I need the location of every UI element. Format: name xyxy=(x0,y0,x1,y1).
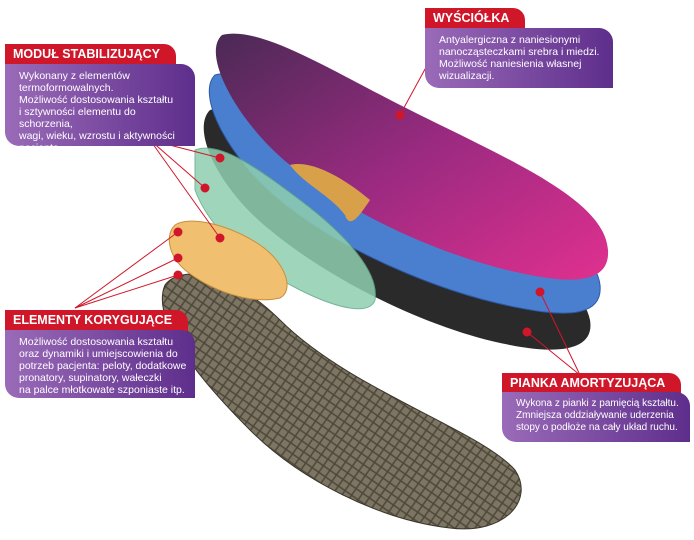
leader-line xyxy=(539,291,581,376)
callout-text: Możliwość dostosowania kształtu oraz dyn… xyxy=(19,336,187,396)
marker-dot xyxy=(173,227,183,237)
callout-text: Wykona z pianki z pamięcią kształtu. Zmn… xyxy=(516,398,679,433)
leader-line xyxy=(74,274,179,309)
callout-text: Antyalergiczna z naniesionymi nanocząste… xyxy=(439,34,600,82)
leader-line xyxy=(149,139,221,239)
marker-dot xyxy=(215,153,225,163)
lining-top-layer xyxy=(215,33,609,280)
leader-line xyxy=(149,139,206,189)
marker-dot xyxy=(173,253,183,263)
callout-title: PIANKA AMORTYZUJĄCA xyxy=(502,373,682,394)
callout-lining: WYŚCIÓŁKA Antyalergiczna z naniesionymi … xyxy=(425,8,615,88)
marker-dot xyxy=(395,110,405,120)
leader-line xyxy=(74,257,179,309)
leader-line xyxy=(526,331,581,376)
callout-title: MODUŁ STABILIZUJĄCY xyxy=(5,44,176,65)
callout-corrective: ELEMENTY KORYGUJĄCE Możliwość dostosowan… xyxy=(5,310,197,398)
base-mesh-layer xyxy=(161,273,522,530)
marker-dot xyxy=(535,287,545,297)
marker-dot xyxy=(173,270,183,280)
callout-title: ELEMENTY KORYGUJĄCE xyxy=(5,310,189,331)
callout-title: WYŚCIÓŁKA xyxy=(425,8,526,29)
marker-dot xyxy=(522,327,532,337)
marker-dot xyxy=(215,233,225,243)
callout-stabilizer: MODUŁ STABILIZUJĄCY Wykonany z elementów… xyxy=(5,44,197,154)
marker-dot xyxy=(200,183,210,193)
arch-support xyxy=(290,164,370,222)
callout-text: Wykonany z elementów termoformowalnych. … xyxy=(19,70,175,154)
callout-foam: PIANKA AMORTYZUJĄCA Wykona z pianki z pa… xyxy=(502,373,692,445)
leader-line xyxy=(74,231,179,309)
